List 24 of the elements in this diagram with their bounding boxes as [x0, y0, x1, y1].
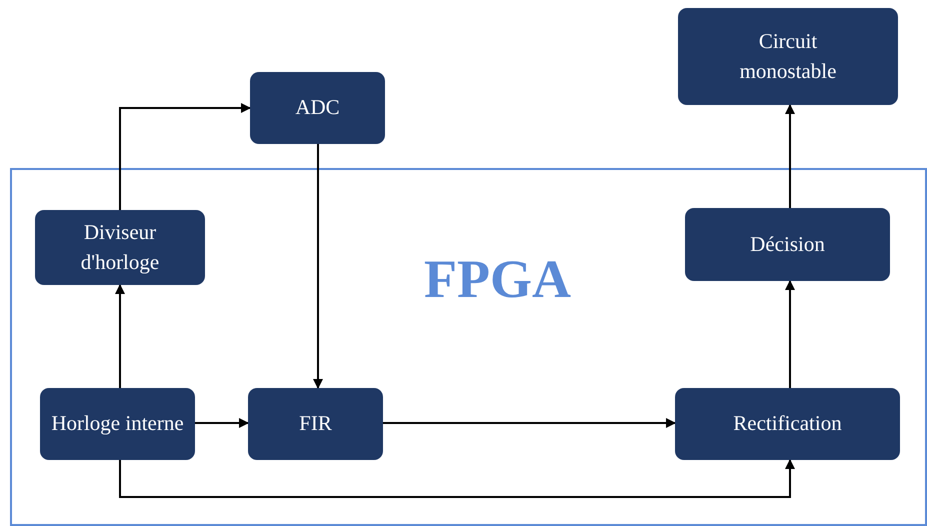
box-label: Diviseur d'horloge	[80, 219, 160, 276]
box-label: ADC	[295, 94, 340, 122]
process-box	[35, 210, 205, 285]
arrow	[119, 459, 795, 498]
arrow	[115, 284, 125, 388]
process-box	[678, 8, 898, 105]
box-label: Circuit monostable	[738, 28, 838, 84]
box-label: Horloge interne	[51, 410, 184, 438]
arrow	[785, 104, 795, 208]
process-box	[685, 208, 890, 281]
box-label: Rectification	[733, 410, 842, 438]
arrow	[383, 418, 676, 428]
process-box	[675, 388, 900, 460]
fpga-region	[10, 168, 927, 526]
arrow	[195, 418, 249, 428]
box-label: Décision	[750, 230, 825, 258]
process-box	[248, 388, 383, 460]
process-box	[40, 388, 195, 460]
region-title: FPGA	[424, 248, 571, 310]
process-box	[250, 72, 385, 144]
box-label: FIR	[299, 410, 332, 438]
arrow	[313, 144, 323, 389]
arrow	[119, 103, 251, 210]
arrow	[785, 280, 795, 388]
